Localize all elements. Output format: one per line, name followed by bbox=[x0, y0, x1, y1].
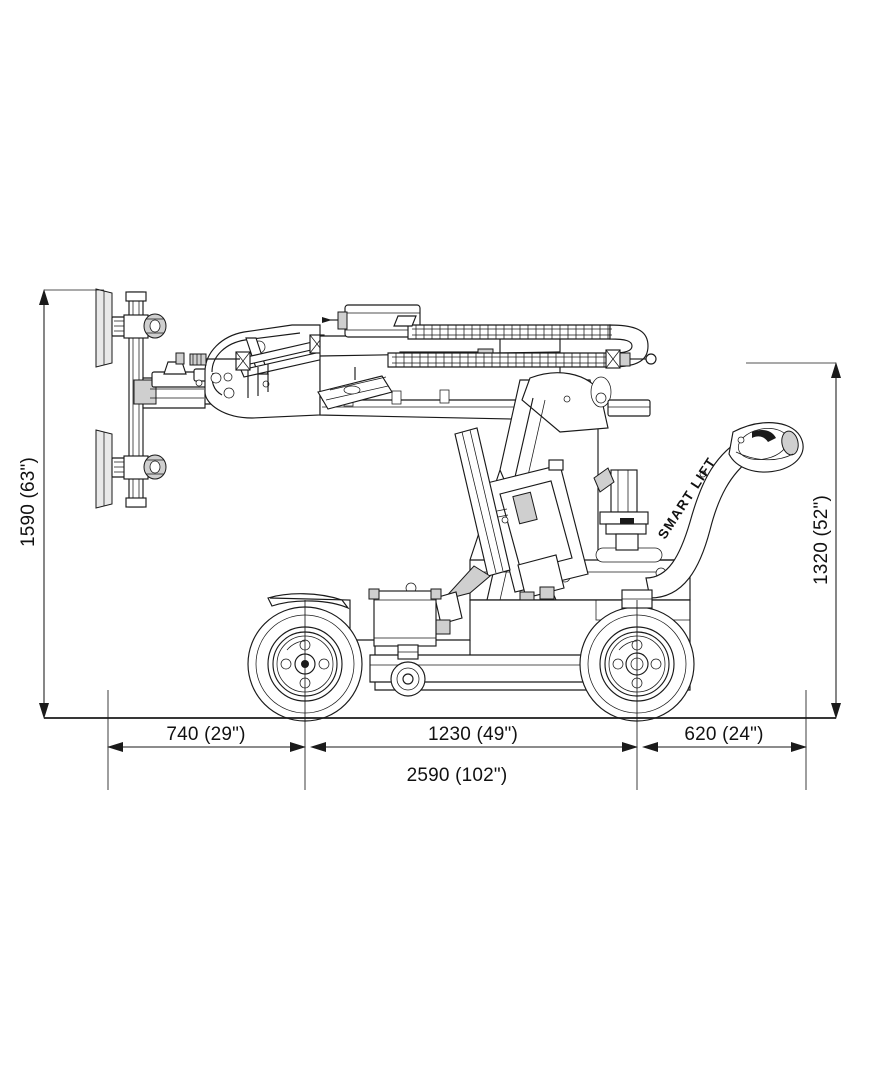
boom-tab-3 bbox=[439, 389, 450, 404]
caster-wheel bbox=[390, 644, 426, 697]
dim-front-overhang: 740 (29") bbox=[107, 724, 306, 752]
dim-wheelbase: 1230 (49") bbox=[310, 724, 638, 752]
handlebar-end-cap bbox=[781, 430, 799, 456]
boom-pivot-b bbox=[223, 372, 233, 382]
control-display bbox=[512, 491, 538, 525]
handlebar-lever bbox=[752, 430, 776, 442]
cylinder-rod-end bbox=[441, 565, 491, 601]
dim-height-handle: 1320 (52") bbox=[746, 362, 841, 719]
mast-head bbox=[521, 372, 609, 433]
drag-chain-upper-run bbox=[407, 324, 611, 340]
mast-accessories bbox=[593, 467, 649, 551]
arrow-down-right bbox=[831, 703, 841, 719]
arrow-left-620 bbox=[642, 742, 658, 752]
boom-pivot-a bbox=[210, 372, 222, 384]
accessory-post bbox=[610, 469, 638, 513]
dimension-annotations: 1590 (63") 1320 (52") bbox=[18, 289, 841, 790]
accessory-wedge bbox=[593, 467, 615, 493]
accessory-base bbox=[605, 523, 647, 535]
vacuum-cup-assembly bbox=[95, 288, 167, 509]
lift-cylinder bbox=[429, 427, 511, 635]
panel-tab-top bbox=[548, 459, 564, 471]
chain-links-lower bbox=[392, 353, 612, 367]
arrow-right-740 bbox=[290, 742, 306, 752]
dim-height-overall: 1590 (63") bbox=[18, 289, 104, 719]
mast-stub-shaft bbox=[607, 399, 651, 417]
machine-assembly: SMART LIFT bbox=[44, 288, 836, 722]
chain-links-upper bbox=[412, 325, 612, 339]
arrow-left-1230 bbox=[310, 742, 326, 752]
arrow-up-right bbox=[831, 362, 841, 378]
head-pin bbox=[175, 352, 185, 365]
bar-cap-bottom bbox=[125, 497, 147, 508]
cylinder-barrel bbox=[454, 427, 511, 577]
hose-end-ball bbox=[645, 353, 657, 365]
handlebar bbox=[728, 422, 804, 473]
boom-pivot-c bbox=[223, 387, 235, 399]
dim-label-1230: 1230 (49") bbox=[428, 724, 518, 745]
dim-label-height-overall: 1590 (63") bbox=[18, 457, 39, 547]
cup-knob-upper bbox=[143, 313, 167, 339]
dim-label-740: 740 (29") bbox=[166, 724, 245, 745]
front-fender bbox=[267, 593, 350, 610]
battery-tab-left bbox=[368, 588, 380, 600]
boom-tab-2 bbox=[391, 390, 402, 405]
dim-label-2590: 2590 (102") bbox=[407, 765, 508, 786]
handle-arm-hole bbox=[699, 470, 707, 478]
valve-port-2 bbox=[539, 586, 555, 600]
arrow-right-1230 bbox=[622, 742, 638, 752]
dim-rear-overhang: 620 (24") bbox=[642, 724, 807, 752]
chain-anchor bbox=[393, 315, 417, 327]
cylinder-clevis bbox=[434, 591, 463, 625]
arrow-left-740 bbox=[107, 742, 123, 752]
dim-length-overall: 2590 (102") bbox=[407, 765, 508, 786]
battery-tab-right bbox=[430, 588, 442, 600]
arrow-right-620 bbox=[791, 742, 807, 752]
tube-clamp-1 bbox=[235, 351, 251, 371]
control-panel bbox=[477, 459, 589, 605]
dim-label-height-handle: 1320 (52") bbox=[811, 495, 832, 585]
arrow-up bbox=[39, 289, 49, 305]
hose-clamp-left bbox=[189, 353, 240, 366]
bar-cap-top bbox=[125, 291, 147, 302]
hose-fitting-right bbox=[619, 352, 657, 367]
accessory-foot bbox=[615, 533, 639, 551]
dim-extension-lines bbox=[107, 600, 807, 790]
cup-knob-lower bbox=[143, 454, 167, 480]
arrow-down bbox=[39, 703, 49, 719]
cable-drag-chain bbox=[354, 315, 649, 380]
dim-label-620: 620 (24") bbox=[684, 724, 763, 745]
